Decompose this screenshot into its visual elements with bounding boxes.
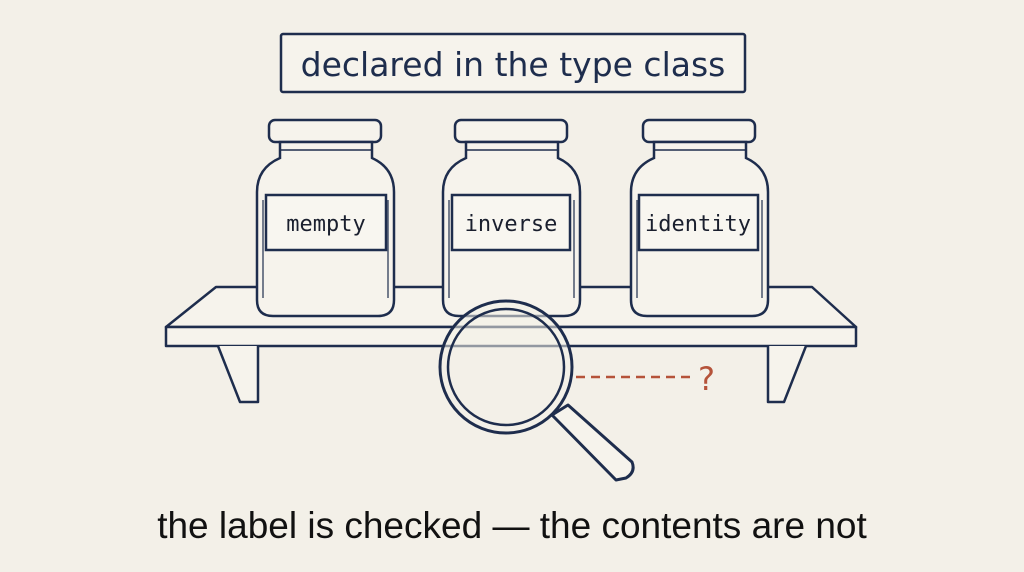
title-text: declared in the type class	[301, 45, 726, 84]
jar-label-inverse: inverse	[465, 212, 558, 237]
jar-label-box	[637, 193, 760, 252]
jar-label-box	[450, 193, 572, 252]
title-box: declared in the type class	[279, 32, 747, 94]
jar-icon	[441, 118, 582, 318]
jar-label-mempty: mempty	[286, 212, 365, 237]
shelf-bracket-right	[766, 345, 808, 404]
jar-icon	[629, 118, 770, 318]
question-mark: ?	[698, 360, 715, 398]
shelf-bracket-left	[216, 345, 260, 404]
caption: the label is checked — the contents are …	[157, 505, 867, 546]
jar-label-identity: identity	[645, 212, 751, 237]
jar-icon	[255, 118, 396, 318]
magnifying-glass-icon	[438, 299, 635, 482]
jar-label-box	[264, 193, 388, 252]
